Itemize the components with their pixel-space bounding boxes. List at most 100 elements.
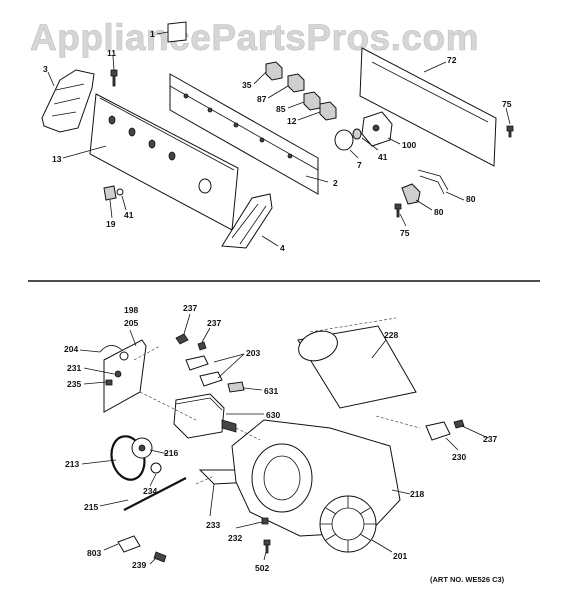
callout-3: 3	[43, 64, 48, 74]
switch-12	[319, 101, 337, 121]
callout-41b: 41	[378, 152, 388, 162]
callout-205: 205	[124, 318, 138, 328]
callout-232: 232	[228, 533, 242, 543]
callout-4: 4	[280, 243, 285, 253]
callout-237b: 237	[207, 318, 221, 328]
callout-201: 201	[393, 551, 407, 561]
callout-231: 231	[67, 363, 81, 373]
control-panel-assembly	[41, 21, 514, 249]
clip-41	[116, 188, 124, 196]
panel-hole	[148, 139, 156, 149]
callout-237a: 237	[183, 303, 197, 313]
part-631	[227, 381, 245, 393]
callout-87: 87	[257, 94, 267, 104]
screw-75b-icon	[394, 203, 402, 218]
panel-knob-hole	[198, 178, 212, 194]
clip-203a	[185, 355, 209, 371]
motor-ridge	[175, 397, 223, 411]
screw-239-icon	[153, 551, 167, 563]
callout-215: 215	[84, 502, 98, 512]
screw-502-icon	[263, 539, 271, 554]
callout-218: 218	[410, 489, 424, 499]
end-cap-right-ribs	[231, 203, 267, 245]
callout-239: 239	[132, 560, 146, 570]
screw-75-icon	[506, 125, 514, 138]
panel-hole	[108, 115, 116, 125]
callout-11: 11	[107, 48, 116, 58]
clip-41-b	[352, 128, 362, 140]
control-rail	[169, 73, 319, 195]
callout-7: 7	[357, 160, 362, 170]
watermark-text: AppliancePartsPros.com	[30, 17, 479, 58]
callout-230: 230	[452, 452, 466, 462]
panel-hole	[168, 151, 176, 161]
callout-213: 213	[65, 459, 79, 469]
duct-ribs	[309, 317, 397, 333]
callout-80b: 80	[434, 207, 444, 217]
panel-top-edge	[99, 97, 235, 171]
back-panel-edge	[371, 61, 489, 123]
screw-237b-icon	[197, 341, 207, 351]
washer-234	[150, 462, 162, 474]
callout-13: 13	[52, 154, 62, 164]
callout-234: 234	[143, 486, 157, 496]
wheel-blades	[320, 496, 376, 552]
knob-19	[103, 185, 117, 201]
callout-85: 85	[276, 104, 286, 114]
callout-203: 203	[246, 348, 260, 358]
callout-72: 72	[447, 55, 457, 65]
blower-inlet-inner	[263, 455, 301, 501]
pulley-hub	[138, 444, 146, 452]
thermistor-230	[425, 421, 451, 441]
callout-233: 233	[206, 520, 220, 530]
callout-237c: 237	[483, 434, 497, 444]
callout-630: 630	[266, 410, 280, 420]
rail-hole	[287, 153, 293, 159]
callout-198: 198	[124, 305, 138, 315]
rail-hole	[183, 93, 189, 99]
clip-203b	[199, 371, 223, 387]
screw-235-icon	[105, 379, 113, 386]
callout-631: 631	[264, 386, 278, 396]
idler-arm-215	[123, 477, 187, 511]
switch-85	[303, 91, 321, 111]
blower-inlet	[251, 443, 313, 513]
screw-237c-icon	[453, 419, 465, 429]
motor-bracket	[103, 339, 147, 413]
callout-80: 80	[466, 194, 476, 204]
callout-19: 19	[106, 219, 116, 229]
callout-216: 216	[164, 448, 178, 458]
clamp-204	[99, 345, 123, 353]
motor-shaft	[221, 419, 237, 433]
back-panel-72	[359, 47, 497, 167]
rail-hole	[233, 122, 239, 128]
sensor-80	[401, 183, 421, 205]
rail-hole	[207, 107, 213, 113]
callout-leaders	[47, 31, 511, 565]
art-number: (ART NO. WE526 C3)	[430, 575, 505, 584]
nameplate-part	[167, 21, 187, 43]
rail-edge	[169, 85, 319, 171]
callout-803: 803	[87, 548, 101, 558]
callout-2: 2	[333, 178, 338, 188]
drive-motor-630	[173, 393, 225, 439]
switch-87	[287, 73, 305, 93]
switch-803	[117, 535, 141, 553]
screw-11-icon	[110, 69, 118, 87]
wire-harness-80	[417, 169, 449, 195]
callout-100: 100	[402, 140, 416, 150]
callout-75: 75	[502, 99, 512, 109]
callout-1: 1	[150, 29, 155, 39]
rail-hole	[259, 137, 265, 143]
callout-228: 228	[384, 330, 398, 340]
knob-7	[334, 129, 354, 151]
timer-shaft	[372, 124, 380, 132]
switch-35	[265, 61, 283, 81]
screw-232-icon	[261, 517, 269, 525]
callout-502: 502	[255, 563, 269, 573]
end-cap-ribs	[51, 83, 85, 117]
screw-231-icon	[114, 370, 122, 378]
assembly-guides	[139, 391, 421, 485]
callout-41: 41	[124, 210, 134, 220]
